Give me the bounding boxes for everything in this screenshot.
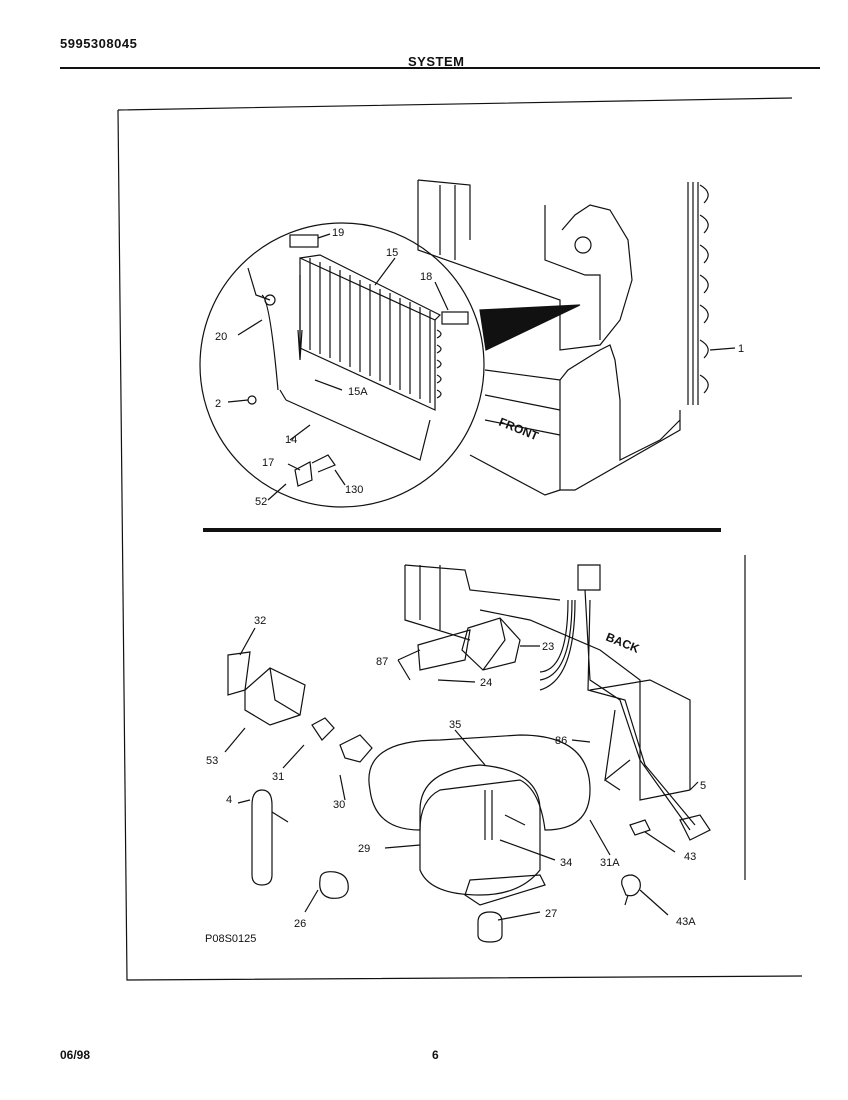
compressor: [368, 734, 591, 906]
callout-87: 87: [376, 656, 388, 668]
label-front: FRONT: [497, 415, 541, 444]
frame-border: [117, 97, 803, 981]
callout-43: 43: [684, 851, 696, 863]
callout-4: 4: [226, 794, 232, 806]
leaders-lower: [224, 627, 699, 921]
callout-15a: 15A: [348, 386, 368, 398]
drier-4: [251, 789, 289, 886]
document-number: 5995308045: [60, 36, 138, 51]
footer-page-number: 6: [432, 1048, 439, 1062]
callout-20: 20: [215, 331, 227, 343]
diagram-part-code: P08S0125: [205, 933, 256, 945]
power-cord: [539, 564, 711, 841]
cabinet-upper: [417, 179, 681, 496]
part-19-block: [289, 234, 319, 248]
callout-15: 15: [386, 247, 398, 259]
callout-14: 14: [285, 434, 297, 446]
section-divider: [203, 528, 721, 532]
section-title: SYSTEM: [408, 54, 465, 69]
callout-19: 19: [332, 227, 344, 239]
callout-35: 35: [449, 719, 461, 731]
header-rule: [60, 67, 820, 69]
relay-31: [311, 717, 335, 741]
grommet-27: [477, 911, 503, 943]
callout-86: 86: [555, 735, 567, 747]
callout-32: 32: [254, 615, 266, 627]
callout-26: 26: [294, 918, 306, 930]
bracket-24: [417, 629, 471, 671]
callout-27: 27: [545, 908, 557, 920]
callout-30: 30: [333, 799, 345, 811]
terminal-cover-53: [244, 667, 306, 726]
callout-1: 1: [738, 343, 744, 355]
part-17-bracket: [294, 461, 313, 487]
clip-32: [227, 651, 251, 696]
part-130-fastener: [311, 454, 336, 473]
callout-52: 52: [255, 496, 267, 508]
overload-30: [339, 734, 373, 763]
callout-31a: 31A: [600, 857, 620, 869]
callout-24: 24: [480, 677, 492, 689]
clamp-43: [629, 819, 651, 836]
magnifier-circle: [199, 222, 485, 508]
relay-23: [461, 617, 521, 671]
callout-29: 29: [358, 843, 370, 855]
footer-date: 06/98: [60, 1048, 91, 1062]
callout-130: 130: [345, 484, 363, 496]
callout-17: 17: [262, 457, 274, 469]
evaporator: [247, 254, 442, 461]
callout-34: 34: [560, 857, 572, 869]
callout-23: 23: [542, 641, 554, 653]
callout-31: 31: [272, 771, 284, 783]
condenser-coil: [687, 182, 709, 405]
grommet-26: [319, 871, 349, 899]
cabinet-lower: [404, 555, 746, 880]
part-2-screw: [247, 395, 257, 405]
callout-2: 2: [215, 398, 221, 410]
label-back: BACK: [604, 630, 642, 656]
callout-53: 53: [206, 755, 218, 767]
leaders-upper: [227, 233, 736, 501]
callout-5: 5: [700, 780, 706, 792]
clamp-43a: [621, 874, 641, 906]
part-18-block: [441, 311, 469, 325]
callout-18: 18: [420, 271, 432, 283]
callout-43a: 43A: [676, 916, 696, 928]
